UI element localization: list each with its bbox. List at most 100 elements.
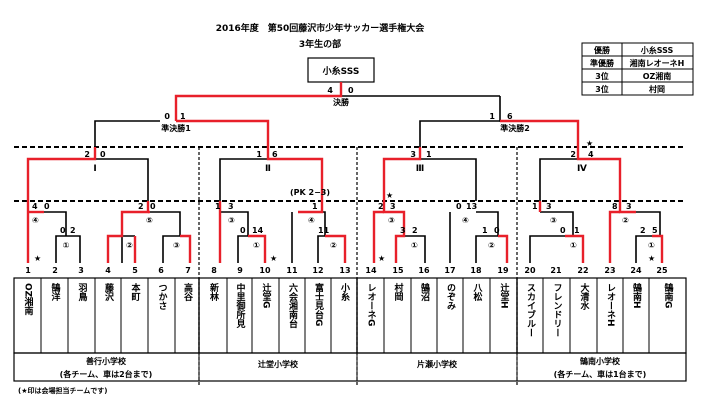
match-score: 1 — [574, 226, 580, 235]
semifinal-score: 6 — [507, 112, 513, 121]
match-number: ② — [330, 241, 337, 250]
match-score: 1 — [532, 202, 538, 211]
team-name: のぞみ — [445, 283, 456, 311]
team-name: 本町 — [130, 282, 141, 302]
match-number: ④ — [308, 216, 315, 225]
results-table: 優勝 小糸SSS 準優勝 湘南レオーネH 3位 OZ湘南 3位 村岡 — [581, 42, 694, 96]
team-name: 大清水 — [579, 282, 590, 311]
match-score: 11 — [318, 226, 330, 235]
match-score: 2 — [640, 226, 646, 235]
team-name: つかさ — [157, 283, 168, 310]
block-label: Ⅲ — [416, 164, 425, 174]
final-score: 4 — [327, 86, 333, 95]
match-score: 0 — [240, 226, 246, 235]
match-number: ③ — [550, 216, 557, 225]
result-team: 小糸SSS — [640, 45, 674, 55]
star-icon: ★ — [270, 254, 277, 263]
seed-number: 5 — [132, 266, 138, 275]
result-rank: 優勝 — [593, 45, 611, 55]
team-name: 高谷 — [182, 282, 193, 302]
block-label: Ⅱ — [265, 164, 271, 174]
block-score: 6 — [272, 150, 278, 159]
match-score: 8 — [612, 202, 618, 211]
winner-lines — [26, 82, 664, 263]
seed-number: 1 — [25, 266, 31, 275]
match-number: ① — [63, 241, 70, 250]
team-name: 藤沢 — [103, 282, 114, 302]
match-score: 13 — [466, 202, 477, 211]
seed-number: 12 — [312, 266, 323, 275]
match-number: ③ — [228, 216, 235, 225]
match-score: 3 — [546, 202, 552, 211]
match-number: ④ — [462, 216, 469, 225]
star-icon: ★ — [34, 254, 41, 263]
semifinal-score: 1 — [180, 112, 186, 121]
block-score: 1 — [426, 150, 432, 159]
match-score: 2 — [70, 226, 76, 235]
venue-name: 鵠南小学校 — [580, 356, 621, 366]
host-star-icons: ★ ★ ★ ★ ★ ★ — [34, 139, 655, 263]
team-name: スカイブルー — [525, 283, 536, 337]
match-score: 3 — [390, 202, 396, 211]
team-name: フレンドリー — [552, 283, 562, 337]
match-score: 3 — [400, 226, 406, 235]
star-icon: ★ — [648, 254, 655, 263]
match-score: 0 — [150, 202, 156, 211]
match-number: ④ — [32, 216, 39, 225]
match-number: ② — [622, 216, 629, 225]
match-numbers: ④ ① ② ③ ⑤ ③ ④ ① ② ③ ① ② ④ ③ ① ② ① — [32, 216, 655, 250]
result-rank: 3位 — [595, 84, 609, 94]
semifinal-label: 準決勝1 — [161, 123, 191, 133]
venue-table — [13, 352, 687, 382]
semifinal-label: 準決勝2 — [500, 123, 530, 133]
match-score: 1 — [215, 202, 221, 211]
star-icon: ★ — [386, 191, 393, 200]
star-icon: ★ — [378, 254, 385, 263]
match-score: 0 — [560, 226, 566, 235]
match-number: ③ — [388, 216, 395, 225]
seed-number: 8 — [211, 266, 217, 275]
match-score: 0 — [60, 226, 66, 235]
match-number: ① — [570, 241, 577, 250]
seed-number: 7 — [185, 266, 191, 275]
seed-number: 23 — [604, 266, 615, 275]
match-number: ② — [488, 241, 495, 250]
seed-number: 10 — [259, 266, 271, 275]
team-name: 鵠洋 — [50, 282, 61, 302]
seed-number: 9 — [237, 266, 243, 275]
seed-number: 19 — [497, 266, 509, 275]
match-score: 0 — [456, 202, 462, 211]
match-score: 2 — [412, 226, 418, 235]
seed-number: 21 — [550, 266, 562, 275]
block-score: 2 — [570, 150, 576, 159]
seed-number: 13 — [339, 266, 350, 275]
team-name: 八松 — [472, 283, 484, 302]
match-score: 3 — [626, 202, 632, 211]
page-subtitle: 3年生の部 — [299, 38, 341, 50]
match-score: 1 — [482, 226, 488, 235]
footnote: (★印は会場担当チームです) — [18, 386, 107, 395]
team-name: 小糸 — [339, 282, 351, 302]
seed-number: 17 — [444, 266, 455, 275]
final-label: 決勝 — [333, 97, 350, 107]
match-score: 1 — [312, 202, 318, 211]
block-label: Ⅳ — [577, 164, 587, 174]
result-rank: 3位 — [595, 71, 609, 81]
venue-name: 片瀬小学校 — [417, 359, 458, 369]
match-score: 5 — [652, 226, 658, 235]
match-number: ① — [411, 241, 418, 250]
seed-number: 25 — [656, 266, 668, 275]
match-number: ② — [126, 241, 133, 250]
seed-number: 11 — [286, 266, 298, 275]
result-team: 湘南レオーネH — [630, 58, 685, 68]
match-score: 0 — [494, 226, 500, 235]
team-name: 鵠南H — [631, 282, 642, 309]
seed-number: 16 — [418, 266, 430, 275]
champion-box — [307, 57, 375, 83]
match-score: 2 — [138, 202, 144, 211]
match-number: ① — [253, 241, 260, 250]
block-score: 0 — [100, 150, 106, 159]
